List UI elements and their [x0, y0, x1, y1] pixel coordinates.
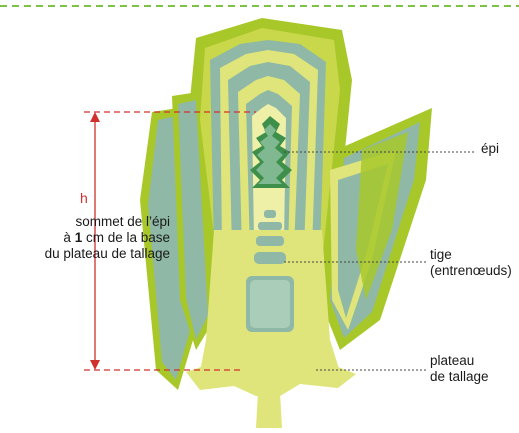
sommet-line-1: sommet de l’épi [38, 214, 170, 230]
plateau-line-2: de tallage [430, 369, 489, 385]
sommet-label: sommet de l’épi à 1 cm de la base du pla… [38, 214, 170, 262]
sommet-line-2-prefix: à [63, 230, 74, 245]
sommet-line-2: à 1 cm de la base [38, 230, 170, 246]
tige-line-1: tige [430, 247, 512, 263]
epi-label: épi [481, 141, 499, 157]
tige-line-2: (entrenœuds) [430, 263, 512, 279]
tige-label: tige (entrenœuds) [430, 247, 512, 279]
sommet-line-2-suffix: cm de la base [82, 230, 170, 245]
plateau-label: plateau de tallage [430, 353, 489, 385]
plateau-line-1: plateau [430, 353, 489, 369]
height-h-label: h [80, 190, 88, 206]
sommet-line-3: du plateau de tallage [38, 246, 170, 262]
